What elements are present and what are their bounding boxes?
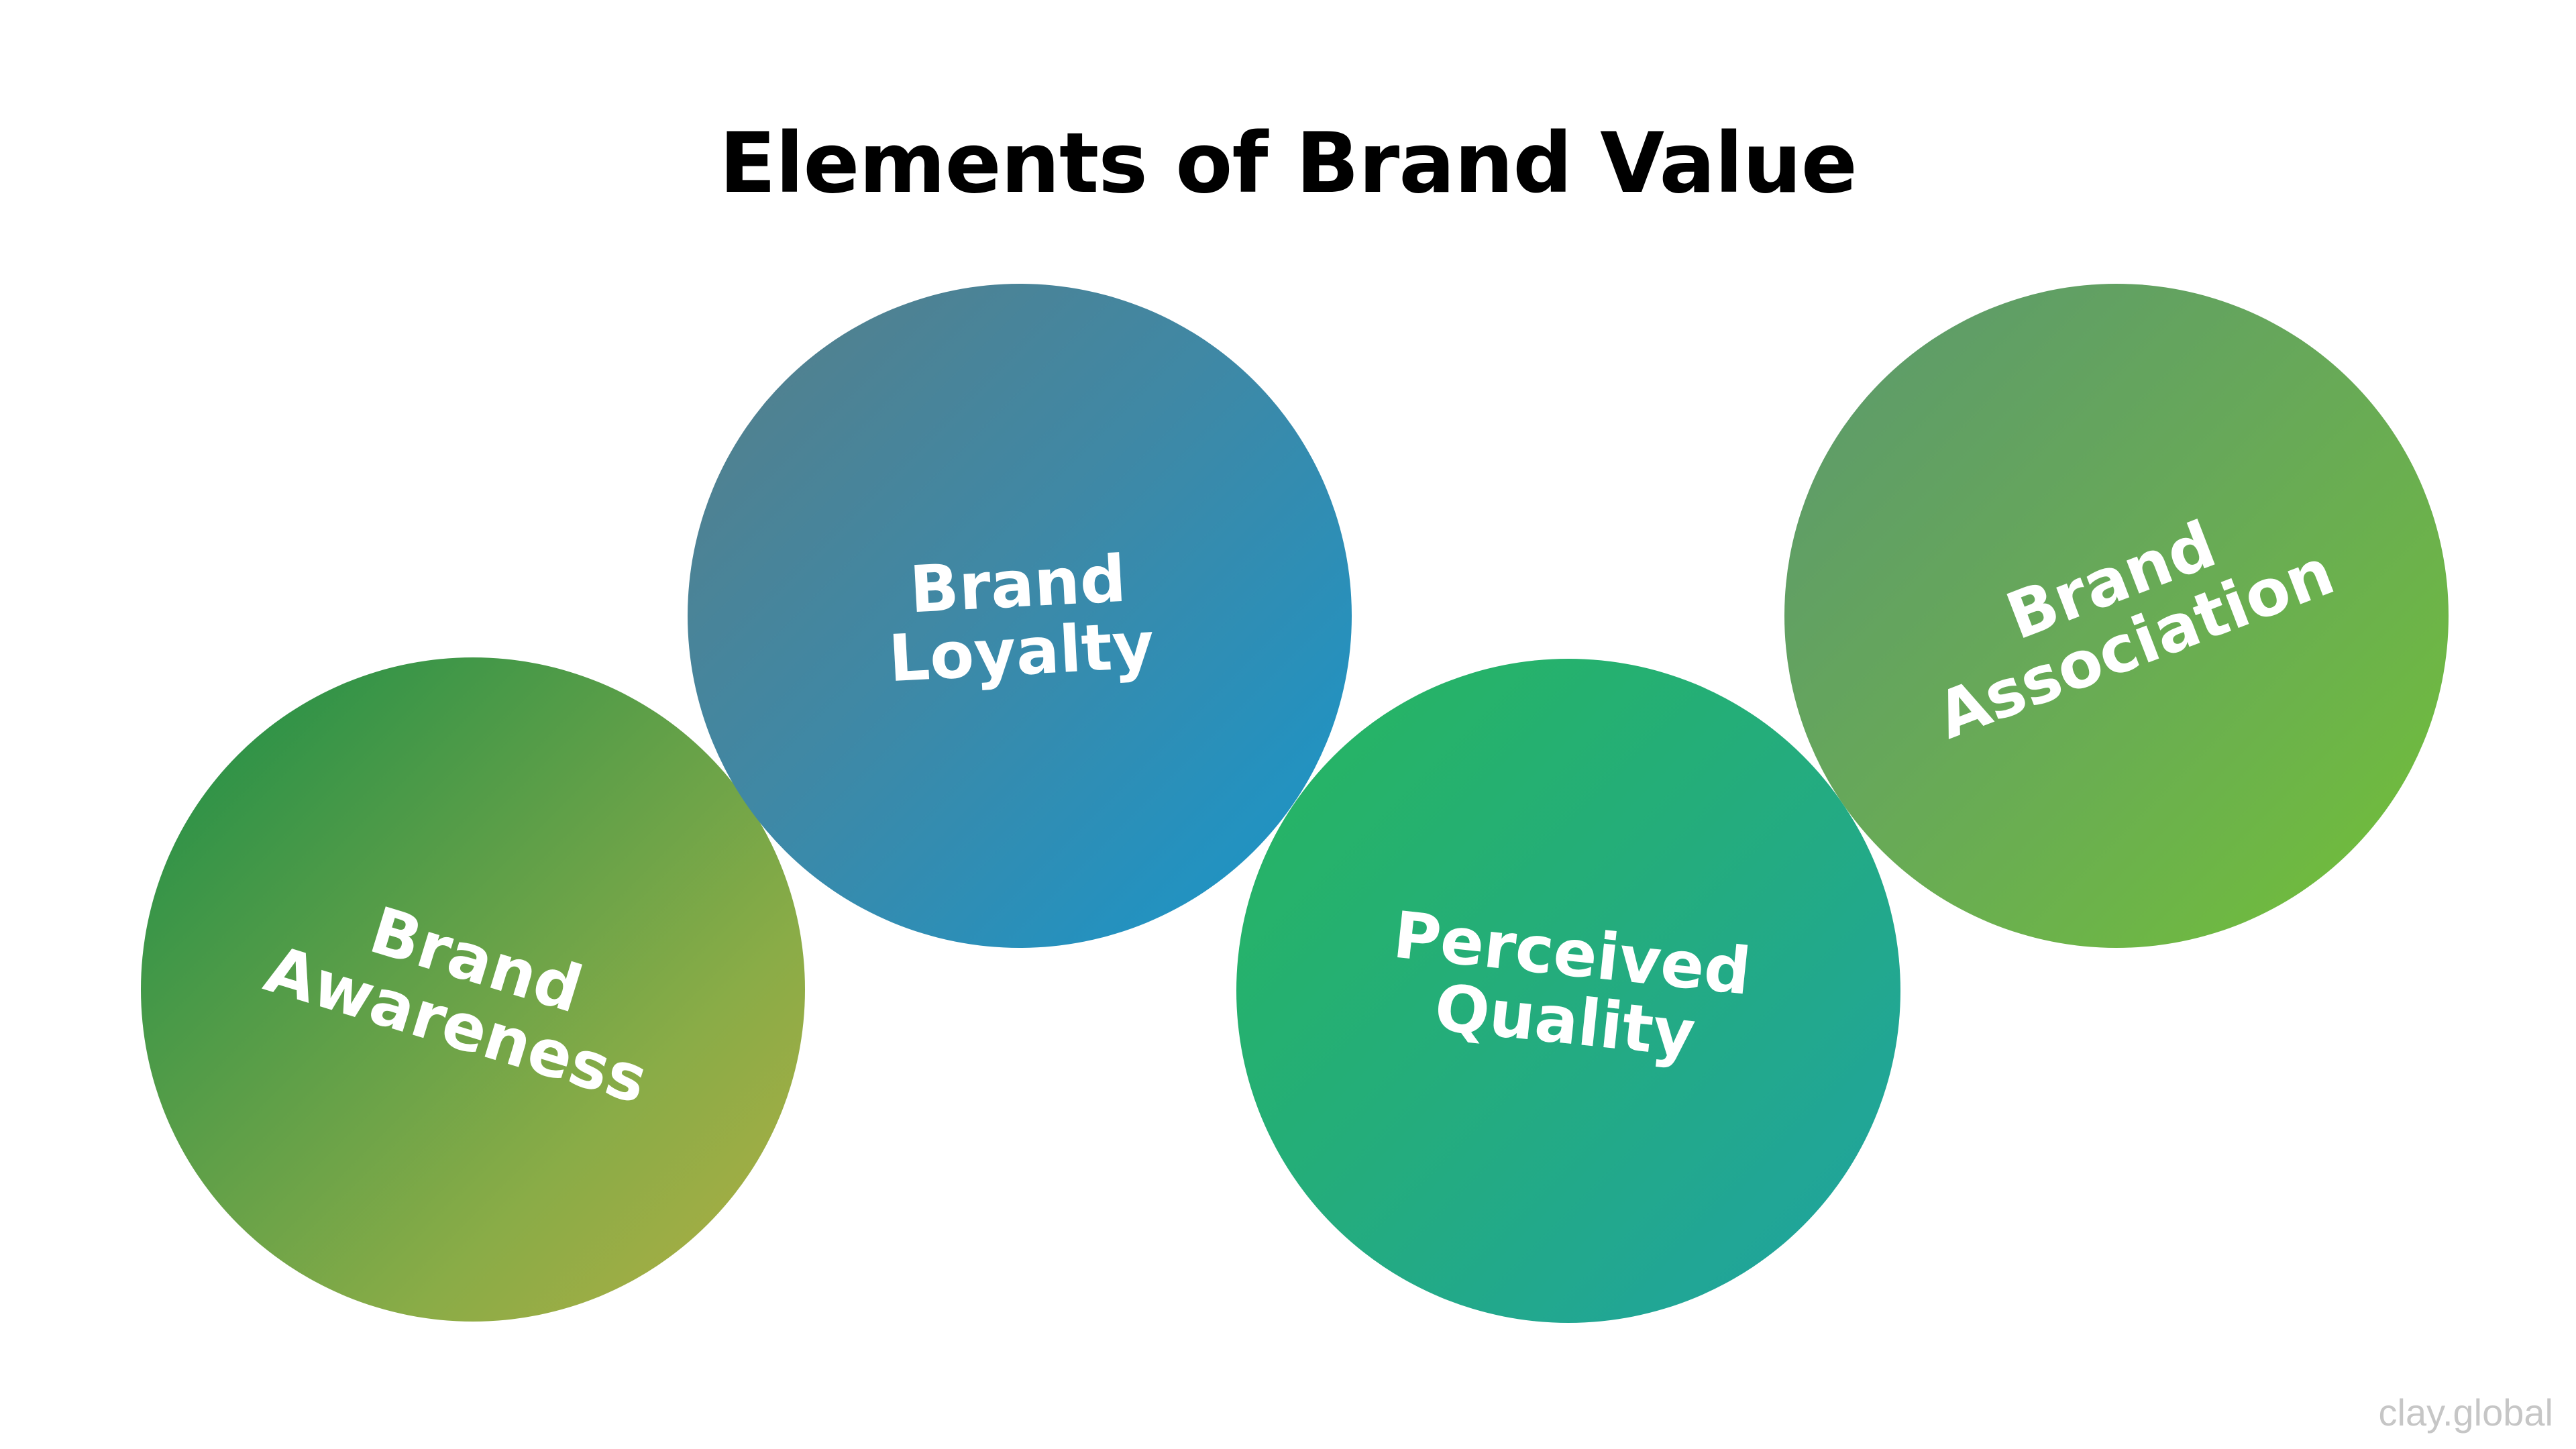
circle-label-brand-awareness: Brand Awareness (257, 871, 674, 1119)
circle-label-brand-loyalty: Brand Loyalty (883, 541, 1157, 697)
diagram-title: Elements of Brand Value (719, 115, 1858, 212)
circle-label-perceived-quality: Perceived Quality (1383, 898, 1754, 1073)
circle-label-brand-association: Brand Association (1904, 474, 2343, 754)
watermark: clay.global (2378, 1391, 2553, 1434)
circle-brand-awareness: Brand Awareness (141, 657, 805, 1322)
circle-perceived-quality: Perceived Quality (1236, 659, 1900, 1323)
label-line-2: Loyalty (887, 607, 1157, 697)
circle-brand-loyalty: Brand Loyalty (688, 284, 1352, 948)
circle-brand-association: Brand Association (1784, 284, 2449, 948)
